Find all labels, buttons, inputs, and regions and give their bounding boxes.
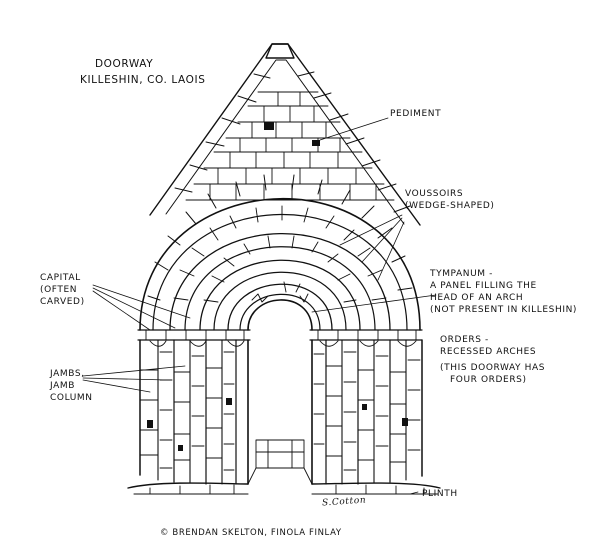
voussoirs-sublabel: (WEDGE-SHAPED) — [405, 201, 495, 211]
jambs-leader-3 — [82, 379, 151, 393]
arch-orders — [139, 174, 421, 331]
column-label: COLUMN — [50, 393, 93, 403]
jamb-label: JAMB — [50, 381, 75, 391]
title-line-2: KILLESHIN, CO. LAOIS — [80, 74, 206, 86]
voussoirs-leader-1 — [339, 214, 403, 246]
jambs-leader-2 — [82, 377, 169, 381]
capital-leader-1 — [92, 284, 191, 319]
jambs-right — [311, 339, 423, 485]
jambs-leader-1 — [82, 365, 186, 377]
capital-note-2: CARVED) — [40, 297, 85, 307]
voussoirs-label: VOUSSOIRS — [405, 189, 464, 199]
tympanum-label: TYMPANUM - — [430, 269, 493, 279]
doorway-interior — [247, 439, 313, 485]
jambs-label: JAMBS, — [50, 369, 85, 379]
capital-leader-2 — [92, 287, 176, 329]
plinth-leader — [409, 491, 419, 495]
capitals — [137, 329, 423, 347]
plinth-label: PLINTH — [422, 489, 458, 499]
orders-note-2: FOUR ORDERS) — [450, 375, 527, 385]
capital-note-1: (OFTEN — [40, 285, 78, 295]
tympanum-leader — [311, 294, 437, 313]
orders-desc: RECESSED ARCHES — [440, 347, 537, 357]
leader-lines — [82, 117, 437, 495]
tympanum-desc-2: HEAD OF AN ARCH — [430, 293, 524, 303]
jambs-left — [139, 339, 249, 485]
voussoirs-leader-2 — [361, 217, 403, 263]
orders-note-1: (THIS DOORWAY HAS — [440, 363, 546, 373]
plinth — [127, 482, 441, 495]
orders-label: ORDERS - — [440, 335, 489, 345]
voussoirs-leader-3 — [377, 221, 405, 281]
title-line-1: DOORWAY — [95, 58, 154, 70]
capital-leader-3 — [92, 290, 151, 331]
pediment-label: PEDIMENT — [390, 109, 442, 119]
copyright-line: © BRENDAN SKELTON, FINOLA FINLAY — [160, 528, 342, 538]
pediment — [149, 43, 421, 226]
capital-label: CAPITAL — [40, 273, 81, 283]
tympanum-note: (NOT PRESENT IN KILLESHIN) — [430, 305, 578, 315]
pediment-leader — [319, 117, 389, 141]
tympanum-desc-1: A PANEL FILLING THE — [430, 281, 537, 291]
